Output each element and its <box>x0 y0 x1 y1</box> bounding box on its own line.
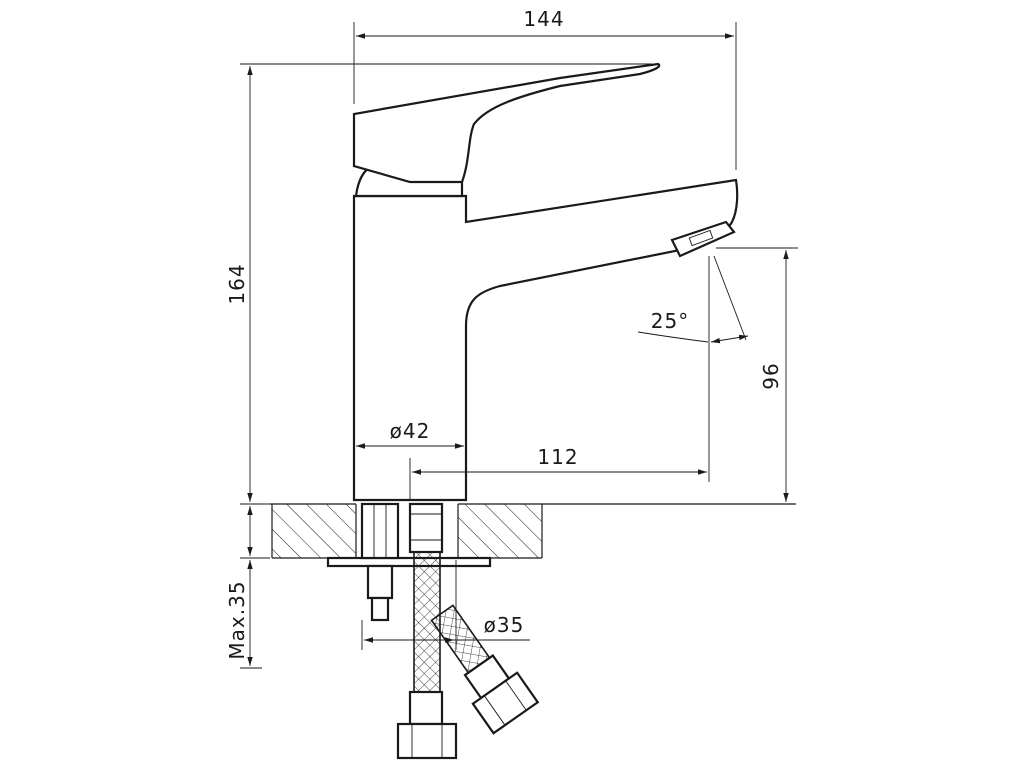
dimension-spout-height-label: 96 <box>759 362 783 389</box>
dimension-height-label: 164 <box>225 263 249 304</box>
dimension-max-thickness-label: Max.35 <box>225 580 249 659</box>
countertop <box>270 503 796 559</box>
mounting-hardware <box>360 502 540 760</box>
faucet-body <box>326 62 739 568</box>
dimension-hole-diameter-label: ø35 <box>484 613 525 637</box>
dimension-spout-reach-label: 112 <box>537 445 578 469</box>
dimension-width-label: 144 <box>523 7 564 31</box>
dimension-body-diameter-label: ø42 <box>390 419 431 443</box>
dimension-angle-label: 25° <box>651 309 689 333</box>
dimension-lines <box>247 33 789 666</box>
extension-lines <box>240 22 798 669</box>
